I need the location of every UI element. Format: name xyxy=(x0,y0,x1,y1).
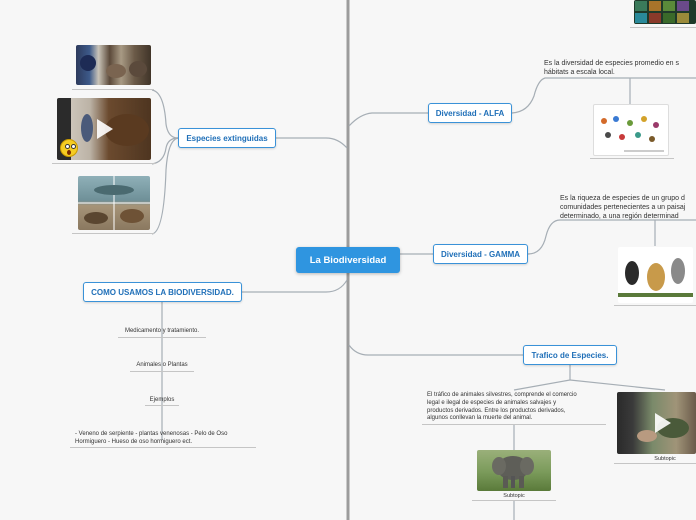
trafico-subtopic-center-underline xyxy=(472,500,556,501)
play-icon[interactable] xyxy=(97,119,113,139)
usos-item3-underline xyxy=(145,405,179,406)
link-trafico-left xyxy=(513,379,571,391)
topic-trafico-especies-label: Trafico de Especies. xyxy=(531,350,609,360)
trafico-subtopic-right-underline xyxy=(614,463,696,464)
topic-diversidad-gamma[interactable]: Diversidad - GAMMA xyxy=(433,244,528,264)
gamma-primates-image[interactable] xyxy=(618,247,693,303)
trafico-elephant-art xyxy=(492,456,534,488)
link-extinct-img2 xyxy=(151,137,179,165)
extinct-animals-art xyxy=(80,55,147,78)
alfa-birds-art xyxy=(601,116,664,152)
topic-como-usamos[interactable]: COMO USAMOS LA BIODIVERSIDAD. xyxy=(83,282,242,302)
play-icon[interactable] xyxy=(655,413,671,433)
link-alfa xyxy=(348,112,428,127)
gamma-image-underline xyxy=(614,305,696,306)
trafico-elephant-image[interactable] xyxy=(477,450,551,491)
trafico-subtopic-right[interactable]: Subtopic xyxy=(654,456,676,462)
root-topic[interactable]: La Biodiversidad xyxy=(296,247,400,273)
species-grid-underline xyxy=(630,27,696,28)
link-extinct-img1 xyxy=(151,89,179,139)
alfa-image-underline xyxy=(590,158,674,159)
topic-diversidad-gamma-label: Diversidad - GAMMA xyxy=(440,249,521,259)
species-grid-art xyxy=(635,1,689,23)
surprised-emoji-icon xyxy=(60,139,78,157)
alfa-description[interactable]: Es la diversidad de especies promedio en… xyxy=(544,60,680,77)
usos-item-ejemplos[interactable]: Ejemplos xyxy=(149,397,175,403)
extinct-animals-image[interactable] xyxy=(76,45,151,85)
species-grid-image[interactable] xyxy=(634,0,696,24)
link-gamma-text xyxy=(527,219,696,255)
topic-como-usamos-label: COMO USAMOS LA BIODIVERSIDAD. xyxy=(91,287,234,297)
usos-item-veneno[interactable]: - Veneno de serpiente - plantas venenosa… xyxy=(75,431,228,445)
link-extinct-img3 xyxy=(151,137,179,235)
extinct-image1-underline xyxy=(72,89,154,90)
topic-diversidad-alfa-label: Diversidad - ALFA xyxy=(435,108,505,118)
topic-diversidad-alfa[interactable]: Diversidad - ALFA xyxy=(428,103,512,123)
usos-item1-underline xyxy=(118,337,206,338)
topic-especies-extinguidas[interactable]: Especies extinguidas xyxy=(178,128,276,148)
usos-item-animales[interactable]: Animales o Plantas xyxy=(136,362,188,368)
trafico-video-thumbnail[interactable] xyxy=(617,392,696,454)
topic-trafico-especies[interactable]: Trafico de Especies. xyxy=(523,345,617,365)
extinct-image2-underline xyxy=(52,163,156,164)
link-trafico xyxy=(348,344,523,356)
extinct-image3-underline xyxy=(72,233,154,234)
trafico-description[interactable]: El tráfico de animales silvestres, compr… xyxy=(427,392,577,422)
usos-item2-underline xyxy=(130,371,194,372)
trafico-subtopic-center[interactable]: Subtopic xyxy=(503,493,525,499)
gamma-primates-art xyxy=(618,258,693,297)
extinct-creatures-image[interactable] xyxy=(78,176,150,230)
usos-item-medicamento[interactable]: Medicamento y tratamiento. xyxy=(124,328,200,334)
root-topic-label: La Biodiversidad xyxy=(309,254,387,266)
usos-item4-underline xyxy=(70,447,256,448)
trafico-description-underline xyxy=(422,424,606,425)
link-usos xyxy=(242,279,348,293)
extinct-creatures-art xyxy=(78,176,150,230)
link-alfa-text xyxy=(511,77,696,114)
link-extinct xyxy=(276,137,348,149)
link-trafico-right xyxy=(569,379,666,391)
gamma-description[interactable]: Es la riqueza de especies de un grupo d … xyxy=(560,195,686,221)
topic-especies-extinguidas-label: Especies extinguidas xyxy=(186,133,268,143)
alfa-birds-image[interactable] xyxy=(593,104,669,156)
